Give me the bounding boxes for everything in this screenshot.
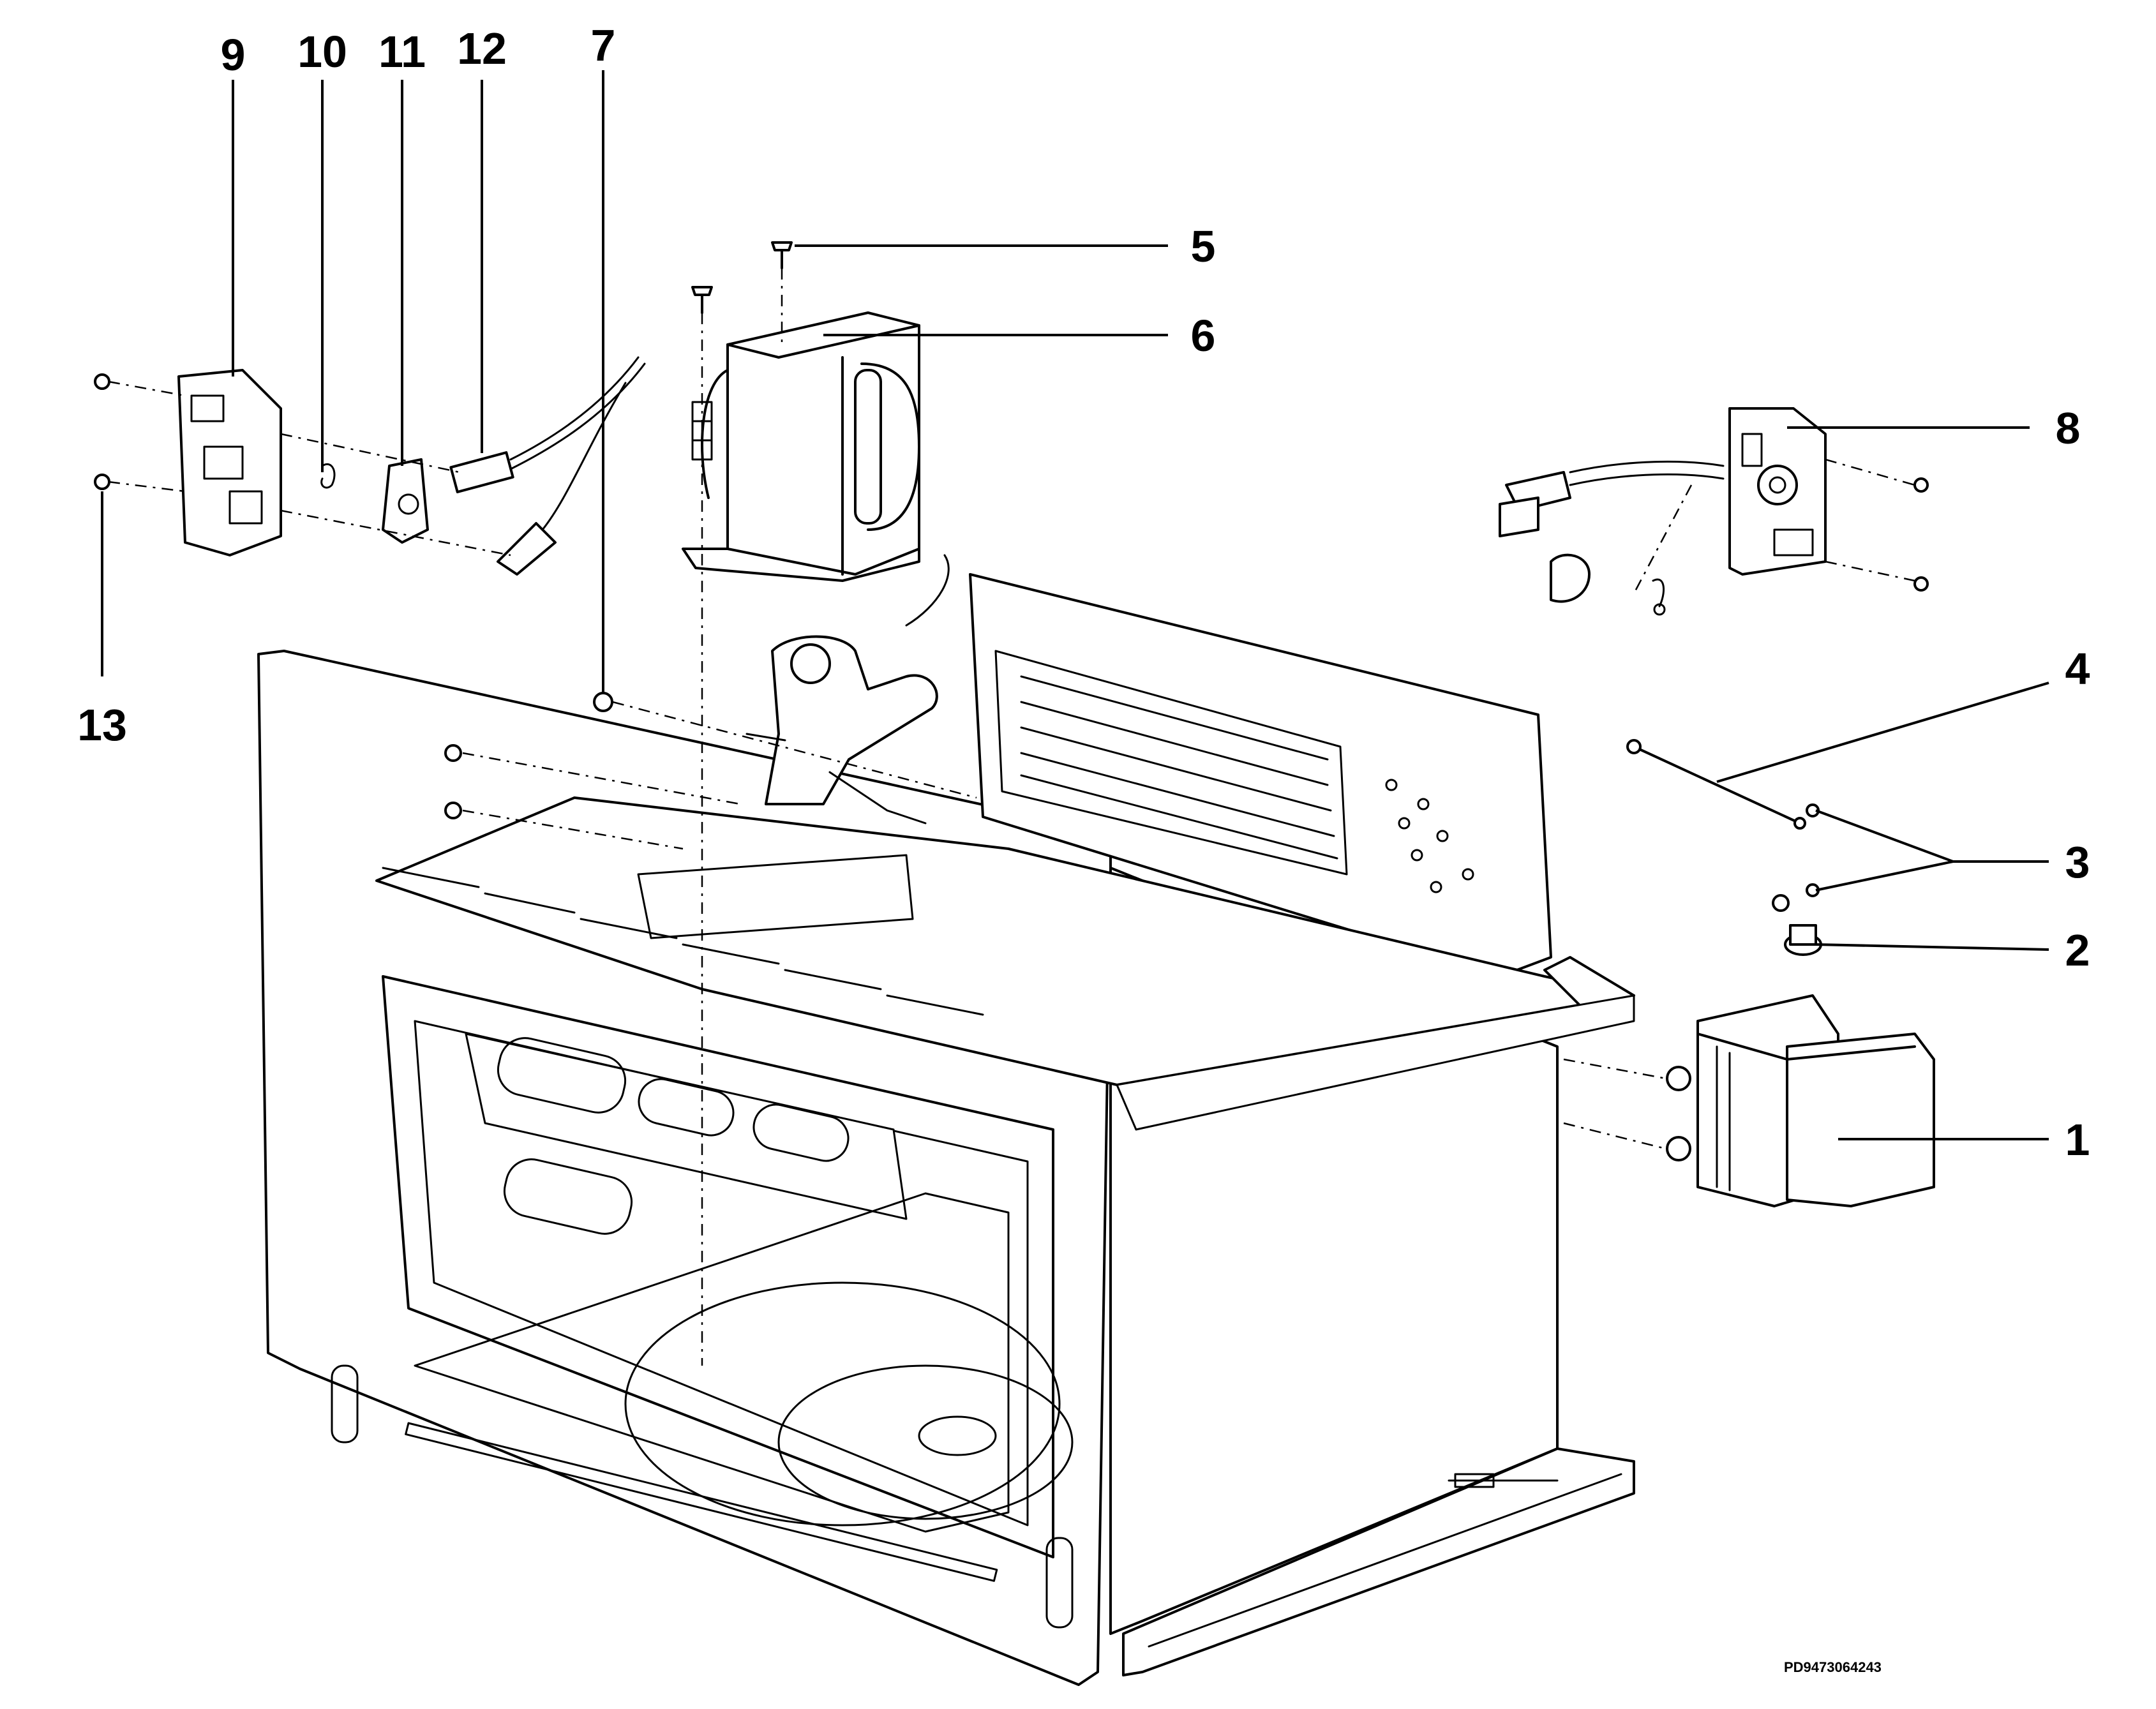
callout-5: 5: [1191, 221, 1216, 271]
rear-panel-holes: [1385, 779, 1474, 893]
part-13-screws: [94, 373, 511, 556]
part-1-magnetron: [1563, 994, 1935, 1207]
part-12-wire-harness: [449, 356, 646, 576]
callout-4: 4: [2065, 644, 2090, 694]
part-11-latch-lever: [382, 458, 429, 544]
callout-7: 7: [591, 20, 616, 70]
callout-9: 9: [221, 30, 246, 80]
callout-11: 11: [378, 27, 426, 77]
right-rail: [1116, 994, 1635, 1131]
drawing-reference-code: PD9473064243: [1784, 1659, 1882, 1675]
callout-13: 13: [77, 700, 127, 750]
leader-lines: [101, 70, 2049, 1140]
turntable-outer: [624, 1281, 1061, 1526]
waveguide-assembly: [745, 554, 950, 825]
part-10-spring: [320, 463, 336, 489]
callout-6: 6: [1191, 311, 1216, 361]
rear-heater-grid: [994, 650, 1348, 876]
leader-3c: [1815, 860, 1954, 892]
turntable-inner: [777, 1364, 1074, 1520]
vent-slots: [497, 1037, 850, 1235]
callout-1: 1: [2065, 1115, 2090, 1165]
part-9-door-latch-bracket: [177, 369, 282, 556]
oven-cavity-assembly: [257, 573, 1635, 1686]
rear-wall-panel: [969, 573, 1552, 978]
part-5-screws: [691, 241, 793, 1366]
part-8-door-switch-assembly: [1499, 407, 1929, 616]
part-2-thermal-cutout: [1784, 924, 1822, 956]
turntable-hub: [918, 1415, 997, 1456]
callout-2: 2: [2065, 925, 2090, 975]
part-6-transformer: [682, 311, 920, 582]
callout-labels: 1 2 3 4 5 6 7 8 9 10 11 12 13: [77, 20, 2090, 1165]
leader-3b: [1815, 809, 1954, 863]
callout-12: 12: [457, 24, 507, 73]
leader-4: [1716, 682, 2049, 783]
front-frame-slots: [331, 1364, 1074, 1629]
leader-2: [1815, 943, 2049, 951]
callout-8: 8: [2056, 403, 2081, 453]
top-rim-vents: [382, 867, 984, 1016]
part-7-screws: [444, 692, 977, 850]
callout-3: 3: [2065, 837, 2090, 887]
part-4-sensor-rod: [1626, 739, 1806, 830]
callout-10: 10: [297, 27, 347, 77]
inner-back-wall: [465, 1033, 908, 1220]
